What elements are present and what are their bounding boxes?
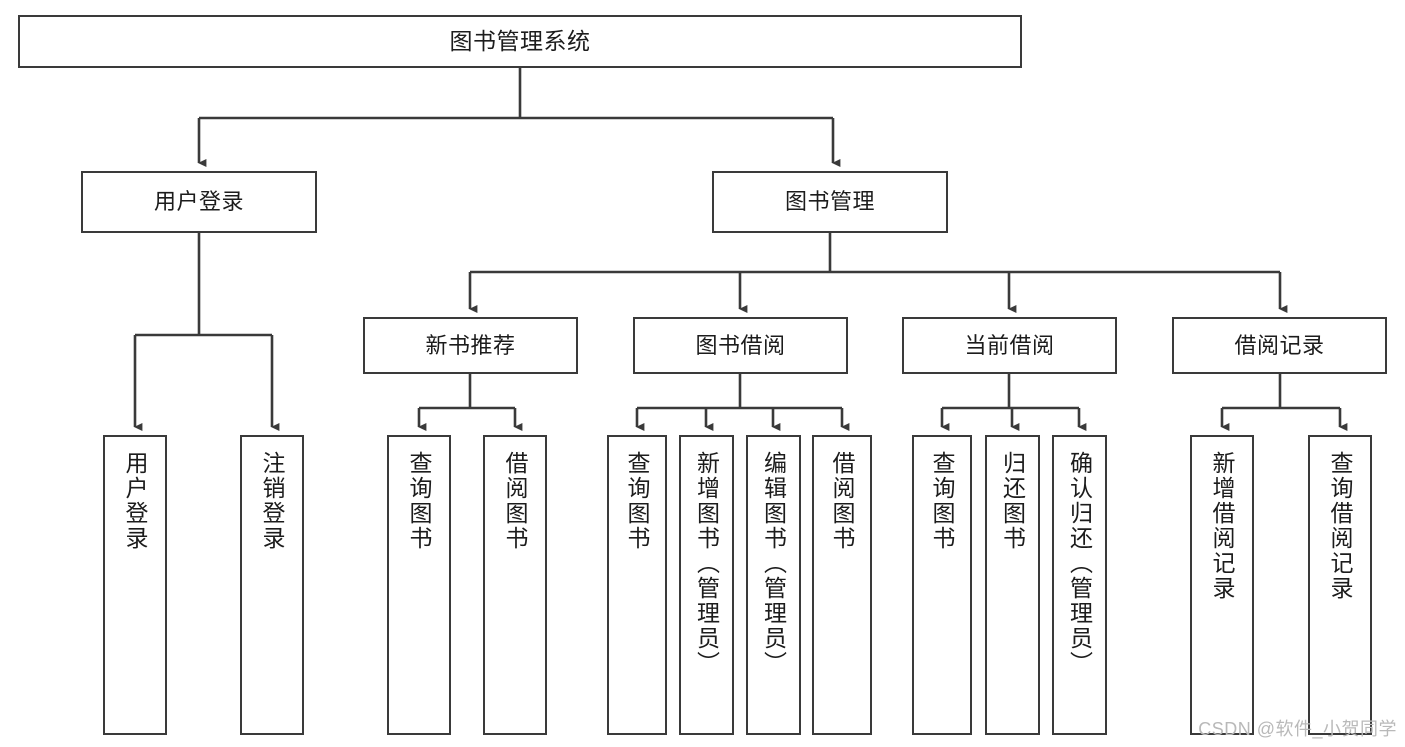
node-label: 当前借阅 (964, 332, 1055, 358)
node-label: 编辑图书（管理员） (760, 451, 787, 676)
leaf-add-borrow-record[interactable]: 新增借阅记录 (1190, 435, 1254, 735)
node-borrow-record[interactable]: 借阅记录 (1172, 317, 1387, 374)
leaf-query-book-recommend[interactable]: 查询图书 (387, 435, 451, 735)
csdn-watermark: CSDN @软件_小贺同学 (1198, 719, 1397, 739)
node-label: 查询借阅记录 (1327, 451, 1354, 601)
node-label: 注销登录 (259, 451, 286, 551)
node-book-manage[interactable]: 图书管理 (712, 171, 948, 233)
node-label: 图书管理系统 (449, 28, 591, 55)
node-label: 用户登录 (153, 189, 244, 215)
leaf-query-book-current[interactable]: 查询图书 (912, 435, 972, 735)
node-book-borrow[interactable]: 图书借阅 (633, 317, 848, 374)
leaf-logout[interactable]: 注销登录 (240, 435, 304, 735)
node-label: 图书管理 (784, 189, 875, 215)
leaf-borrow-book[interactable]: 借阅图书 (812, 435, 872, 735)
leaf-return-book[interactable]: 归还图书 (985, 435, 1040, 735)
node-new-book-recommend[interactable]: 新书推荐 (363, 317, 578, 374)
leaf-add-book[interactable]: 新增图书（管理员） (679, 435, 734, 735)
node-label: 借阅记录 (1234, 332, 1325, 358)
node-label: 查询图书 (624, 451, 651, 551)
leaf-query-borrow-record[interactable]: 查询借阅记录 (1308, 435, 1372, 735)
node-label: 归还图书 (999, 451, 1026, 551)
node-label: 新增借阅记录 (1209, 451, 1236, 601)
leaf-query-book-borrow[interactable]: 查询图书 (607, 435, 667, 735)
node-label: 用户登录 (122, 451, 149, 551)
node-current-borrow[interactable]: 当前借阅 (902, 317, 1117, 374)
node-label: 新增图书（管理员） (693, 451, 720, 676)
node-label: 图书借阅 (695, 332, 786, 358)
node-label: 借阅图书 (829, 451, 856, 551)
leaf-edit-book[interactable]: 编辑图书（管理员） (746, 435, 801, 735)
node-label: 新书推荐 (425, 332, 516, 358)
node-label: 确认归还（管理员） (1066, 451, 1093, 676)
leaf-user-login[interactable]: 用户登录 (103, 435, 167, 735)
leaf-confirm-return[interactable]: 确认归还（管理员） (1052, 435, 1107, 735)
node-label: 查询图书 (929, 451, 956, 551)
leaf-borrow-book-recommend[interactable]: 借阅图书 (483, 435, 547, 735)
node-user-login[interactable]: 用户登录 (81, 171, 317, 233)
node-label: 查询图书 (406, 451, 433, 551)
node-label: 借阅图书 (502, 451, 529, 551)
node-root[interactable]: 图书管理系统 (18, 15, 1022, 68)
